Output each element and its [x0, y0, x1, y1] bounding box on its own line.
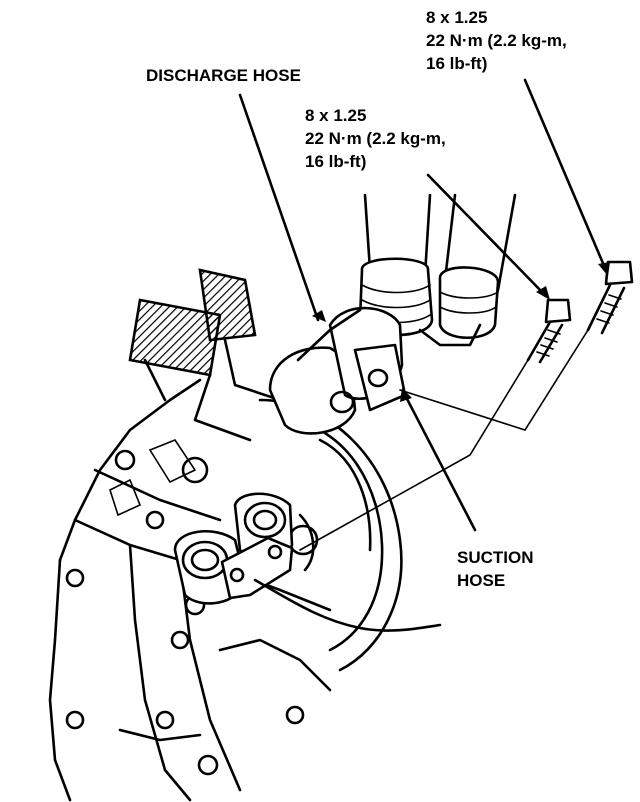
compressor-ports [173, 492, 294, 605]
hatched-sections [128, 268, 282, 442]
hose-assembly [268, 193, 517, 435]
discharge-hose-label: DISCHARGE HOSE [146, 66, 301, 85]
suction-hose-label-line1: SUCTION [457, 548, 534, 567]
bolt-right [586, 260, 634, 335]
bolt-size-left: 8 x 1.25 [305, 106, 367, 125]
bolt-size-right: 8 x 1.25 [426, 8, 488, 27]
bolt-spec-left: 8 x 1.25 22 N·m (2.2 kg-m, 16 lb-ft) [305, 104, 446, 173]
bolt-torque-left: 22 N·m (2.2 kg-m, [305, 129, 446, 148]
bolt-left [526, 298, 572, 364]
suction-hose-label: SUCTION HOSE [457, 546, 534, 592]
wire-harness [253, 578, 442, 632]
suction-hose-label-line2: HOSE [457, 571, 506, 590]
bolt-torque-ft-left: 16 lb-ft) [305, 152, 367, 171]
leader-arrows [238, 78, 610, 532]
bolt-spec-right: 8 x 1.25 22 N·m (2.2 kg-m, 16 lb-ft) [426, 6, 567, 75]
bolt-torque-right: 22 N·m (2.2 kg-m, [426, 31, 567, 50]
bolt-path-lines [299, 329, 589, 551]
bolt-torque-ft-right: 16 lb-ft) [426, 54, 488, 73]
